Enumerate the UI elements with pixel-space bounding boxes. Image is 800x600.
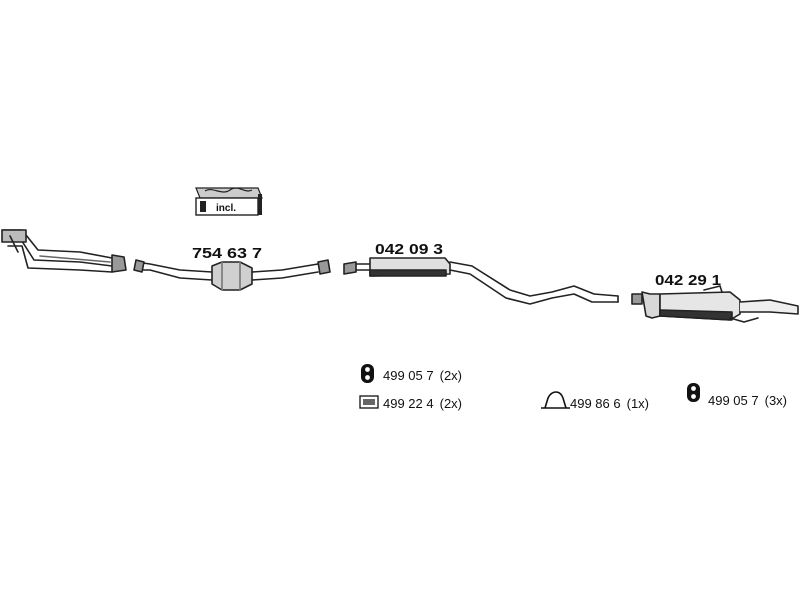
mounting-kit-icon (359, 395, 379, 409)
rubber-hanger-icon (687, 383, 700, 402)
accessory-qty: (3x) (764, 393, 787, 408)
accessory-code: 499 05 7 (383, 368, 434, 383)
accessory-code: 499 05 7 (708, 393, 759, 408)
incl-kit-box (195, 187, 263, 216)
middle-silencer-part-number: 042 09 3 (375, 241, 443, 258)
exhaust-manifold (1, 229, 127, 273)
accessory-qty: (1x) (626, 396, 649, 411)
accessory-code: 499 86 6 (570, 396, 621, 411)
clamp-ring-icon (541, 391, 570, 409)
catalytic-converter-part-number: 754 63 7 (192, 245, 262, 262)
accessory-item: 499 86 6 (1x) (570, 396, 649, 411)
rubber-hanger-icon (361, 364, 374, 383)
incl-label: incl. (216, 203, 236, 214)
accessory-item: 499 22 4 (2x) (383, 396, 462, 411)
accessory-qty: (2x) (439, 368, 462, 383)
accessory-item: 499 05 7 (3x) (708, 393, 787, 408)
rear-silencer-part-number: 042 29 1 (655, 272, 721, 289)
catalytic-converter (133, 259, 331, 291)
accessory-code: 499 22 4 (383, 396, 434, 411)
accessory-item: 499 05 7 (2x) (383, 368, 462, 383)
middle-silencer (343, 257, 619, 305)
accessory-qty: (2x) (439, 396, 462, 411)
rear-silencer (631, 285, 799, 323)
